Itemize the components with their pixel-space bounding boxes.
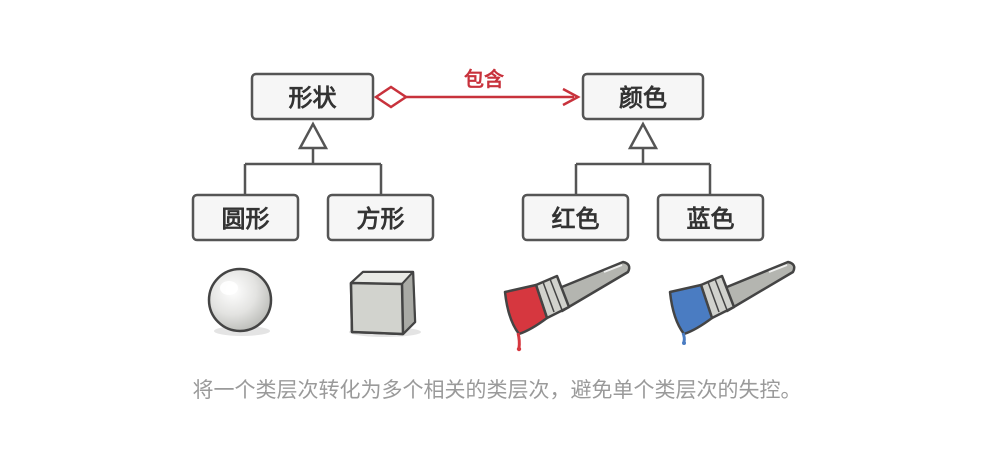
circle-class-label: 圆形 xyxy=(222,205,270,233)
shape-class-label: 形状 xyxy=(289,84,338,112)
shape-hierarchy-lines xyxy=(243,121,383,196)
blue-paintbrush-illustration xyxy=(668,260,796,345)
relation-arrowhead xyxy=(562,87,581,107)
blue-class-label: 蓝色 xyxy=(687,205,735,233)
inheritance-arrow-colors xyxy=(627,121,659,150)
sphere-illustration xyxy=(207,267,273,336)
aggregation-diamond xyxy=(373,85,409,109)
circle-class-box: 圆形 xyxy=(191,193,300,242)
blue-class-box: 蓝色 xyxy=(656,193,765,242)
diagram-caption: 将一个类层次转化为多个相关的类层次，避免单个类层次的失控。 xyxy=(192,378,802,402)
color-hierarchy-lines xyxy=(574,121,712,196)
red-class-box: 红色 xyxy=(521,193,630,242)
aggregation-relation: 包含 xyxy=(373,67,581,109)
color-class-box: 颜色 xyxy=(581,72,705,121)
color-class-label: 颜色 xyxy=(619,84,667,112)
shape-class-box: 形状 xyxy=(250,72,375,121)
red-paintbrush-illustration xyxy=(503,260,631,352)
square-class-label: 方形 xyxy=(357,205,405,233)
red-class-label: 红色 xyxy=(552,205,600,233)
relation-label: 包含 xyxy=(464,67,505,91)
inheritance-arrow-shapes xyxy=(297,121,329,150)
cube-illustration xyxy=(349,270,421,337)
square-class-box: 方形 xyxy=(326,193,435,242)
